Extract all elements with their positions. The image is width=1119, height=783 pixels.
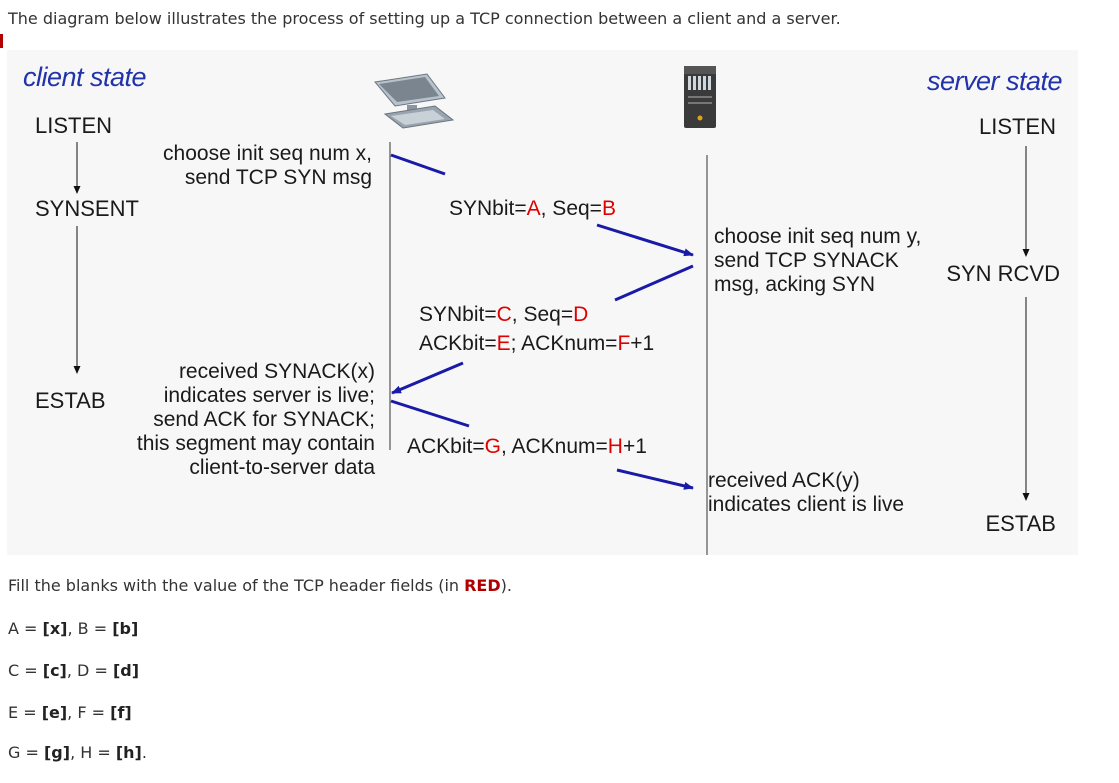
separator: , (66, 661, 78, 680)
blank-c: C (496, 303, 512, 326)
syn-message-label: SYNbit=A, Seq=B (449, 197, 616, 221)
blank-dropdown-d[interactable]: [d] (112, 661, 140, 680)
blank-dropdown-h[interactable]: [h] (115, 743, 142, 762)
plus-one: +1 (622, 435, 647, 458)
blank-label: G = (8, 743, 44, 762)
blank-label: H = (80, 743, 116, 762)
blank-d: D (573, 303, 589, 326)
blank-dropdown-e[interactable]: [e] (41, 703, 68, 722)
server-note-line: msg, acking SYN (714, 273, 876, 296)
blank-row-cd: C = [c], D = [d] (8, 661, 139, 680)
synack-message-line1: SYNbit=C, Seq=D (419, 303, 588, 327)
server-note-line: indicates client is live (708, 493, 905, 516)
blank-row-ab: A = [x], B = [b] (8, 619, 138, 638)
blank-label: B = (77, 619, 113, 638)
acknum-field-name: ; ACKnum= (510, 332, 618, 355)
blank-a: A (526, 197, 541, 220)
ack-arrow-upper (390, 399, 470, 428)
client-note-line: this segment may contain (136, 432, 375, 455)
client-state-synsent: SYNSENT (35, 196, 139, 221)
blank-h: H (607, 435, 623, 458)
plus-one: +1 (630, 332, 655, 355)
synack-arrow-upper (614, 264, 694, 302)
blank-dropdown-c[interactable]: [c] (42, 661, 67, 680)
row-end: . (141, 743, 147, 762)
blank-dropdown-b[interactable]: [b] (112, 619, 139, 638)
client-state-listen: LISTEN (35, 113, 113, 138)
instructions-highlight: RED (464, 576, 501, 595)
diagram-lines (73, 66, 1030, 555)
left-red-marker (0, 34, 3, 48)
server-note-received-ack: received ACK(y) indicates client is live (708, 469, 904, 517)
ack-field-name: ACKbit= (419, 332, 497, 355)
client-note-choose-seq: choose init seq num x, send TCP SYN msg (163, 142, 372, 190)
blank-dropdown-g[interactable]: [g] (43, 743, 71, 762)
server-state-listen: LISTEN (978, 114, 1056, 139)
synack-message-line2: ACKbit=E; ACKnum=F+1 (419, 332, 654, 356)
client-note-line: send TCP SYN msg (184, 166, 372, 189)
client-note-line: send ACK for SYNACK; (153, 408, 375, 431)
separator: , (67, 619, 78, 638)
ack-arrow-lower (616, 468, 694, 490)
client-note-line: indicates server is live; (163, 384, 375, 407)
ack-field-name: ACKbit= (407, 435, 485, 458)
client-state-estab: ESTAB (35, 388, 106, 413)
server-note-choose-seq: choose init seq num y, send TCP SYNACK m… (714, 225, 921, 297)
blank-f: F (617, 332, 631, 355)
blank-b: B (601, 197, 616, 220)
instructions-suffix: ). (500, 576, 512, 595)
server-state-title: server state (926, 66, 1063, 96)
blank-label: D = (77, 661, 113, 680)
separator: , (67, 703, 78, 722)
blank-label: C = (8, 661, 43, 680)
seq-field-name: , Seq= (511, 303, 574, 326)
ack-message-label: ACKbit=G, ACKnum=H+1 (407, 435, 647, 459)
blank-label: E = (8, 703, 42, 722)
computer-icon (374, 73, 455, 129)
blank-dropdown-f[interactable]: [f] (110, 703, 132, 722)
seq-field-name: , Seq= (540, 197, 602, 220)
blank-row-ef: E = [e], F = [f] (8, 703, 132, 722)
instructions-prefix: Fill the blanks with the value of the TC… (8, 576, 465, 595)
separator: , (70, 743, 81, 762)
blank-g: G (484, 435, 501, 458)
tcp-handshake-diagram: client state server state LISTEN SYNSENT… (7, 50, 1078, 555)
client-state-title: client state (23, 62, 147, 92)
client-note-line: received SYNACK(x) (178, 360, 375, 383)
blank-label: F = (77, 703, 111, 722)
syn-arrow-upper (390, 153, 446, 176)
syn-field-name: SYNbit= (419, 303, 497, 326)
server-icon (684, 66, 716, 128)
instructions-text: Fill the blanks with the value of the TC… (8, 576, 512, 595)
blank-dropdown-a[interactable]: [x] (42, 619, 68, 638)
server-note-line: choose init seq num y, (714, 225, 922, 248)
server-note-line: send TCP SYNACK (714, 249, 899, 272)
client-note-received-synack: received SYNACK(x) indicates server is l… (137, 360, 375, 480)
client-note-line: choose init seq num x, (163, 142, 372, 165)
acknum-field-name: , ACKnum= (500, 435, 608, 458)
server-note-line: received ACK(y) (708, 469, 860, 492)
client-note-line: client-to-server data (189, 456, 375, 479)
blank-label: A = (8, 619, 43, 638)
synack-arrow-lower (391, 361, 464, 395)
blank-e: E (496, 332, 511, 355)
server-state-syn-rcvd: SYN RCVD (946, 261, 1060, 286)
server-state-estab: ESTAB (985, 511, 1056, 536)
syn-field-name: SYNbit= (449, 197, 527, 220)
syn-arrow-lower (596, 223, 694, 257)
intro-text: The diagram below illustrates the proces… (8, 9, 841, 28)
blank-row-gh: G = [g], H = [h]. (8, 743, 147, 762)
